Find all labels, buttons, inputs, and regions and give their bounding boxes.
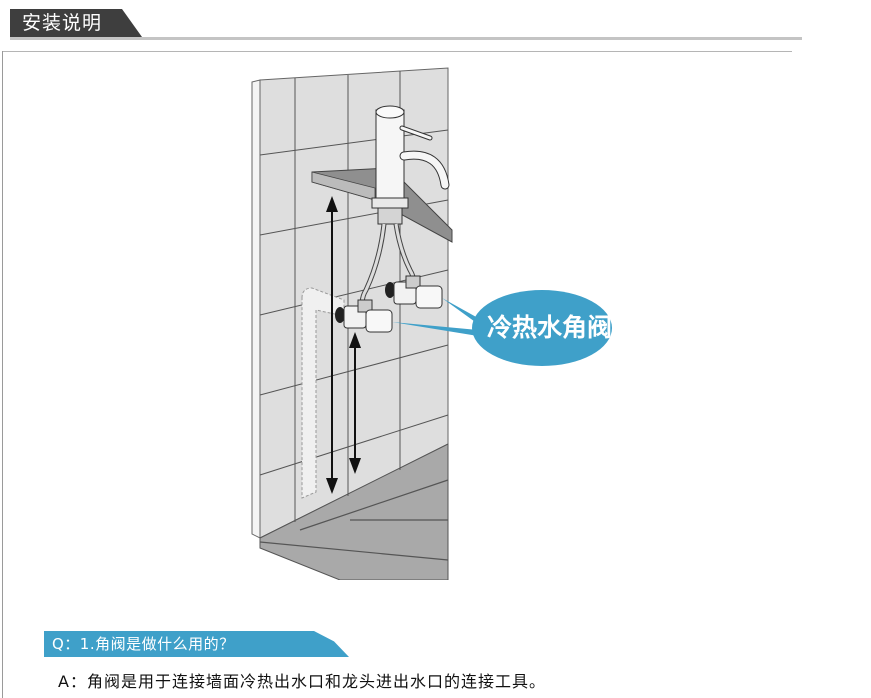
section-header-tab	[10, 9, 142, 37]
faq-question: Q：1.角阀是做什么用的？	[52, 635, 235, 653]
section-title: 安装说明	[22, 12, 103, 34]
content-top-border	[2, 51, 792, 52]
header-divider	[10, 37, 802, 40]
question-bar	[44, 631, 349, 657]
installation-illustration	[251, 67, 612, 580]
faq-answer: A：角阀是用于连接墙面冷热出水口和龙头进出水口的连接工具。	[58, 672, 546, 691]
callout-label: 冷热水角阀	[487, 313, 613, 342]
content-left-border	[2, 51, 3, 698]
